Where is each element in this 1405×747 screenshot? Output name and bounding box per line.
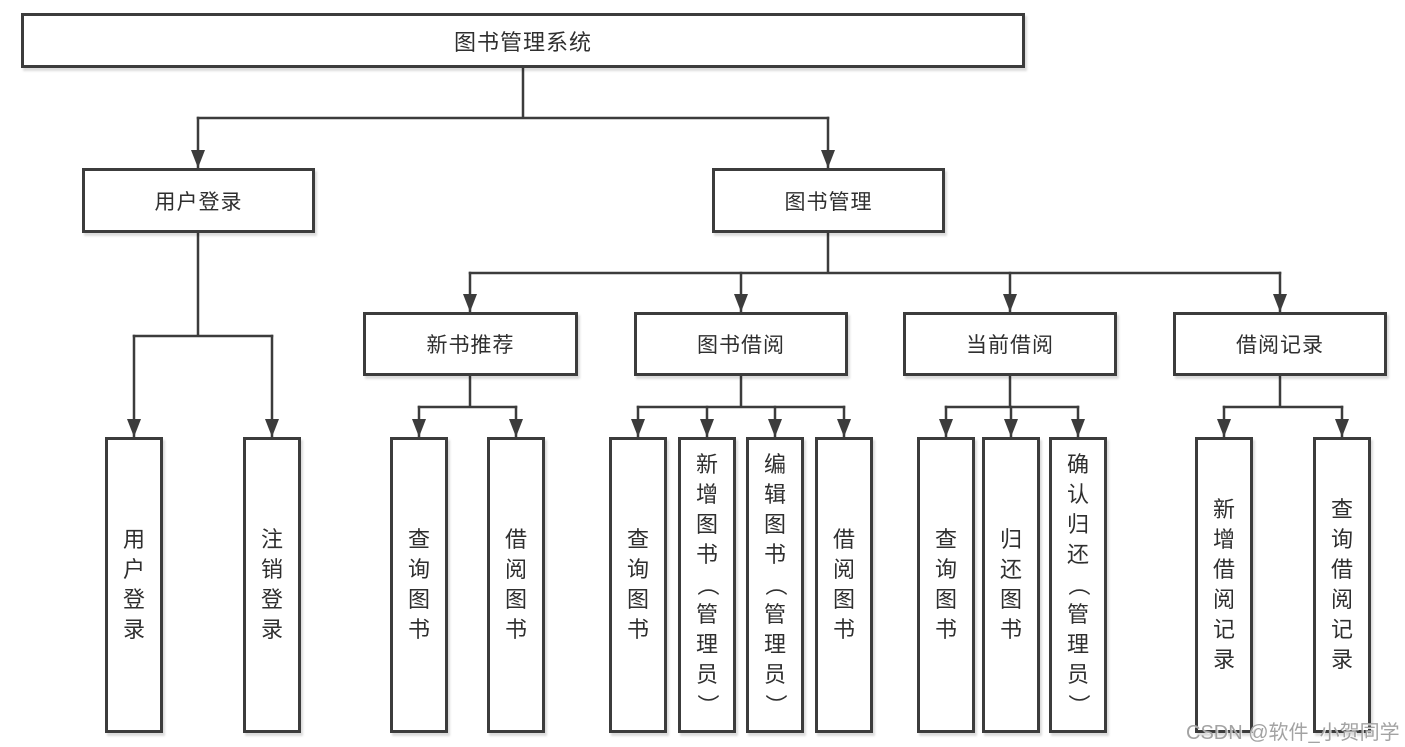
node-root: 图书管理系统	[21, 13, 1025, 68]
leaf-borrow-add-label: 新增图书（管理员）	[694, 452, 720, 717]
node-current-borrow: 当前借阅	[903, 312, 1117, 376]
node-book-borrow-label: 图书借阅	[697, 334, 785, 357]
leaf-newbooks-borrow: 借阅图书	[487, 437, 545, 733]
leaf-borrow-edit-label: 编辑图书（管理员）	[762, 452, 788, 717]
leaf-records-add: 新增借阅记录	[1195, 437, 1253, 733]
leaf-borrow-borrow: 借阅图书	[815, 437, 873, 733]
leaf-logout-label: 注销登录	[260, 527, 283, 642]
leaf-current-confirm: 确认归还（管理员）	[1049, 437, 1107, 733]
leaf-newbooks-query-label: 查询图书	[407, 527, 430, 642]
node-new-books-label: 新书推荐	[426, 334, 515, 357]
leaf-current-return: 归还图书	[982, 437, 1040, 733]
node-borrow-records: 借阅记录	[1173, 312, 1387, 376]
leaf-current-confirm-label: 确认归还（管理员）	[1065, 452, 1091, 717]
leaf-current-return-label: 归还图书	[999, 527, 1022, 642]
leaf-current-query: 查询图书	[917, 437, 975, 733]
leaf-borrow-edit: 编辑图书（管理员）	[746, 437, 804, 733]
node-current-borrow-label: 当前借阅	[966, 334, 1054, 357]
leaf-logout: 注销登录	[243, 437, 301, 733]
csdn-watermark: CSDN @软件_小贺同学	[1186, 722, 1400, 744]
leaf-records-query: 查询借阅记录	[1313, 437, 1371, 733]
leaf-user-login: 用户登录	[105, 437, 163, 733]
leaf-newbooks-query: 查询图书	[390, 437, 448, 733]
node-book-borrow: 图书借阅	[634, 312, 848, 376]
leaf-borrow-query: 查询图书	[609, 437, 667, 733]
node-new-books: 新书推荐	[363, 312, 578, 376]
leaf-current-query-label: 查询图书	[934, 527, 957, 642]
leaf-borrow-add: 新增图书（管理员）	[678, 437, 736, 733]
leaf-records-add-label: 新增借阅记录	[1212, 497, 1235, 672]
node-book-mgmt: 图书管理	[712, 168, 945, 233]
leaf-records-query-label: 查询借阅记录	[1330, 497, 1353, 672]
node-root-label: 图书管理系统	[453, 29, 592, 55]
leaf-borrow-query-label: 查询图书	[626, 527, 649, 642]
node-user-login: 用户登录	[82, 168, 315, 233]
leaf-borrow-borrow-label: 借阅图书	[832, 527, 855, 642]
leaf-newbooks-borrow-label: 借阅图书	[504, 527, 527, 642]
leaf-user-login-label: 用户登录	[122, 527, 145, 642]
node-user-login-label: 用户登录	[154, 190, 243, 214]
node-borrow-records-label: 借阅记录	[1236, 334, 1324, 357]
node-book-mgmt-label: 图书管理	[784, 190, 873, 214]
